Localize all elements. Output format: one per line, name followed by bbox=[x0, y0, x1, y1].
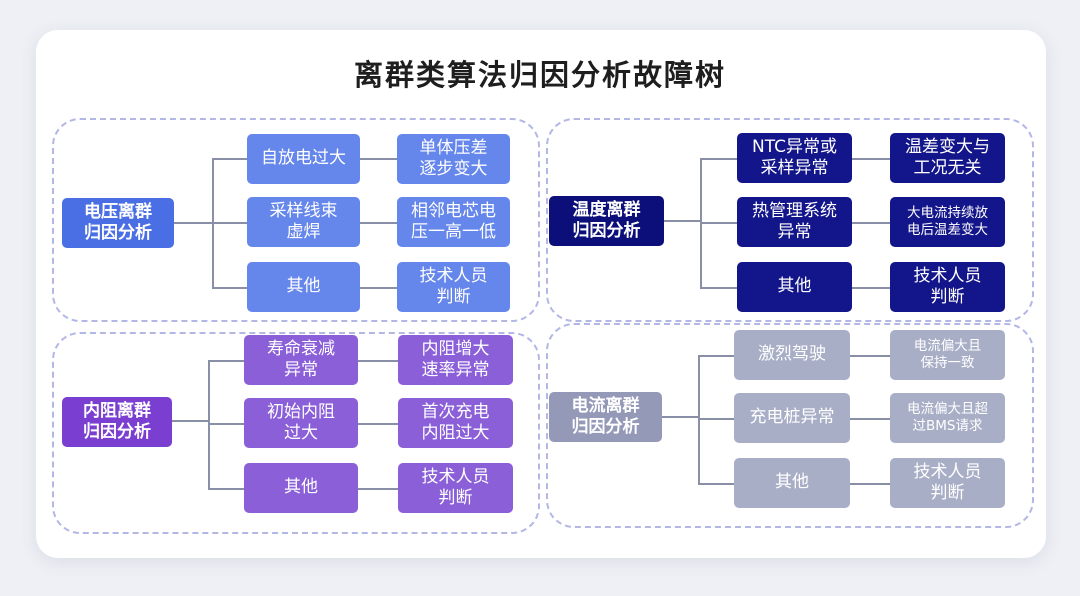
result-node: 电流偏大且 保持一致 bbox=[890, 330, 1005, 380]
group-current bbox=[546, 323, 1034, 528]
connector bbox=[212, 222, 247, 224]
connector bbox=[358, 488, 398, 490]
cause-node: 充电桩异常 bbox=[734, 393, 850, 443]
connector bbox=[662, 416, 700, 418]
connector bbox=[360, 287, 397, 289]
connector bbox=[358, 423, 398, 425]
connector bbox=[360, 158, 397, 160]
connector bbox=[208, 488, 244, 490]
cause-node: 其他 bbox=[734, 458, 850, 508]
connector bbox=[664, 220, 702, 222]
cause-node: 采样线束 虚焊 bbox=[247, 197, 360, 247]
result-node: 技术人员 判断 bbox=[397, 262, 510, 312]
connector bbox=[208, 423, 244, 425]
cause-node: 其他 bbox=[247, 262, 360, 312]
result-node: 电流偏大且超 过BMS请求 bbox=[890, 393, 1005, 443]
connector bbox=[850, 483, 890, 485]
connector bbox=[852, 287, 890, 289]
connector bbox=[360, 222, 397, 224]
cause-node: 初始内阻 过大 bbox=[244, 398, 358, 448]
result-node: 大电流持续放 电后温差变大 bbox=[890, 197, 1005, 247]
result-node: 相邻电芯电 压一高一低 bbox=[397, 197, 510, 247]
result-node: 技术人员 判断 bbox=[398, 463, 513, 513]
root-node-voltage: 电压离群 归因分析 bbox=[62, 198, 174, 248]
connector bbox=[698, 355, 734, 357]
connector bbox=[698, 418, 734, 420]
connector bbox=[212, 287, 247, 289]
connector bbox=[852, 222, 890, 224]
result-node: 首次充电 内阻过大 bbox=[398, 398, 513, 448]
connector bbox=[208, 360, 244, 362]
connector bbox=[700, 287, 737, 289]
result-node: 技术人员 判断 bbox=[890, 262, 1005, 312]
connector bbox=[850, 355, 890, 357]
group-voltage bbox=[52, 118, 540, 322]
result-node: 温差变大与 工况无关 bbox=[890, 133, 1005, 183]
result-node: 单体压差 逐步变大 bbox=[397, 134, 510, 184]
connector bbox=[172, 420, 210, 422]
group-temperature bbox=[546, 118, 1034, 322]
root-node-temperature: 温度离群 归因分析 bbox=[549, 196, 664, 246]
cause-node: 其他 bbox=[737, 262, 852, 312]
cause-node: 其他 bbox=[244, 463, 358, 513]
cause-node: 自放电过大 bbox=[247, 134, 360, 184]
cause-node: 寿命衰减 异常 bbox=[244, 335, 358, 385]
root-node-current: 电流离群 归因分析 bbox=[549, 392, 662, 442]
root-node-resistance: 内阻离群 归因分析 bbox=[62, 397, 172, 447]
result-node: 内阻增大 速率异常 bbox=[398, 335, 513, 385]
result-node: 技术人员 判断 bbox=[890, 458, 1005, 508]
group-resistance bbox=[52, 332, 540, 534]
connector bbox=[700, 222, 737, 224]
connector bbox=[850, 418, 890, 420]
diagram-title: 离群类算法归因分析故障树 bbox=[353, 58, 726, 92]
cause-node: 激烈驾驶 bbox=[734, 330, 850, 380]
connector bbox=[698, 483, 734, 485]
cause-node: NTC异常或 采样异常 bbox=[737, 133, 852, 183]
connector bbox=[174, 222, 214, 224]
connector bbox=[852, 158, 890, 160]
connector bbox=[212, 158, 247, 160]
cause-node: 热管理系统 异常 bbox=[737, 197, 852, 247]
connector bbox=[358, 360, 398, 362]
connector bbox=[700, 158, 737, 160]
